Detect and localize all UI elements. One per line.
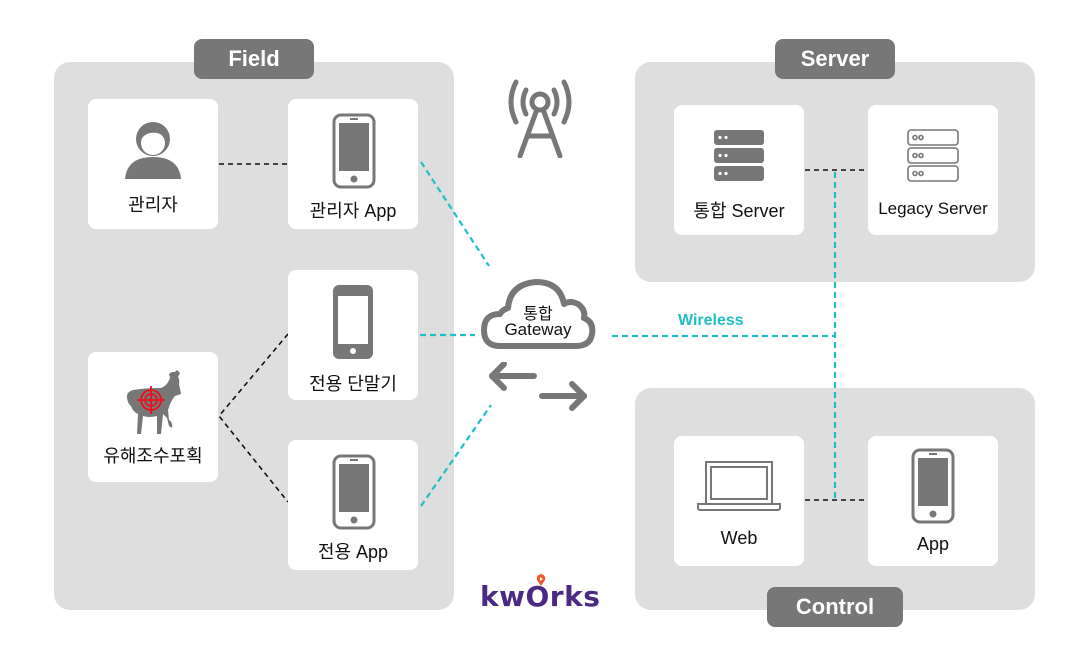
kworks-logo: kwOrks bbox=[480, 574, 601, 613]
node-label: 유해조수포획 bbox=[103, 446, 203, 466]
node-label: App bbox=[916, 534, 950, 554]
control-tag: Control bbox=[767, 587, 903, 627]
antenna-tower-icon bbox=[508, 79, 572, 158]
node-label: Legacy Server bbox=[878, 199, 988, 218]
bidirectional-arrows-icon bbox=[489, 362, 587, 411]
smartphone-icon bbox=[332, 113, 376, 189]
gateway-label-line2: Gateway bbox=[504, 320, 572, 339]
node-label: 통합 Server bbox=[693, 201, 785, 221]
node-label: Web bbox=[720, 528, 758, 548]
node-label: 전용 단말기 bbox=[309, 374, 397, 394]
node-wildlife-capture[interactable]: 유해조수포획 bbox=[88, 352, 218, 482]
wireless-manager-app bbox=[420, 161, 490, 267]
node-control-app[interactable]: App bbox=[868, 436, 998, 566]
location-pin-icon bbox=[536, 574, 546, 586]
laptop-icon bbox=[697, 461, 781, 511]
server-tag: Server bbox=[775, 39, 895, 79]
node-web[interactable]: Web bbox=[674, 436, 804, 566]
smartphone-icon bbox=[911, 448, 955, 524]
gateway-label-line1: 통합 bbox=[523, 306, 553, 323]
deer-target-icon bbox=[126, 370, 181, 434]
smartphone-icon bbox=[332, 454, 376, 530]
node-label: 관리자 bbox=[128, 195, 178, 215]
person-icon bbox=[125, 122, 181, 179]
node-dedicated-terminal[interactable]: 전용 단말기 bbox=[288, 270, 418, 400]
node-legacy-server[interactable]: Legacy Server bbox=[868, 105, 998, 235]
node-label: 전용 App bbox=[317, 542, 389, 562]
link-capture-terminal bbox=[217, 333, 289, 503]
gateway-node[interactable]: 통합 Gateway bbox=[478, 270, 598, 360]
server-outline-icon bbox=[907, 129, 959, 182]
logo-text: kwOrks bbox=[480, 580, 601, 613]
cloud-icon bbox=[481, 279, 596, 349]
node-label: 관리자 App bbox=[309, 201, 397, 221]
node-dedicated-app[interactable]: 전용 App bbox=[288, 440, 418, 570]
node-manager-app[interactable]: 관리자 App bbox=[288, 99, 418, 229]
wireless-label: Wireless bbox=[678, 312, 744, 329]
node-integrated-server[interactable]: 통합 Server bbox=[674, 105, 804, 235]
node-manager[interactable]: 관리자 bbox=[88, 99, 218, 229]
wireless-dedicated-app bbox=[420, 404, 492, 507]
server-stack-icon bbox=[714, 130, 764, 181]
terminal-device-icon bbox=[333, 285, 373, 359]
field-tag: Field bbox=[194, 39, 314, 79]
